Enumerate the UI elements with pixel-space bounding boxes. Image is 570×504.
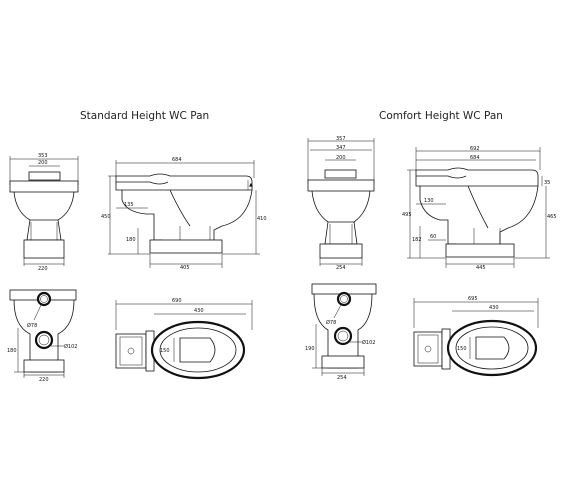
cmf-side-height-right: 465 [547,214,557,220]
cmf-rear-diam-large: Ø102 [362,339,375,346]
comfort-height-title: Comfort Height WC Pan [379,110,503,122]
cmf-side-base-length: 445 [476,265,486,271]
cmf-side-top-small: 35 [544,180,550,186]
cmf-front-base-width: 254 [336,265,346,271]
cmf-side-length-outer: 692 [470,146,480,152]
comfort-rear-view: Ø78 Ø102 190 254 [305,283,377,381]
std-side-height-right: 410 [257,216,267,222]
cmf-side-small: 60 [430,234,436,240]
std-side-outlet-height: 180 [126,237,136,243]
cmf-side-outlet-height: 182 [412,237,422,243]
cmf-rear-lower-pipe [333,326,353,346]
cmf-plan-length: 695 [468,296,478,302]
cmf-plan-seat-length: 430 [489,305,499,311]
cmf-side-offset: 130 [424,198,434,204]
std-plan-cistern [115,333,147,369]
std-rear-upper-pipe [36,291,52,307]
standard-front-view: 353 200 220 [9,153,79,272]
comfort-side-view: 692 684 495 465 35 130 182 60 445 [402,146,557,271]
cmf-front-top-width: 357 [336,136,346,142]
cmf-side-height-left: 495 [402,212,412,218]
cmf-rear-upper-pipe [336,291,352,307]
standard-height-title: Standard Height WC Pan [80,110,210,122]
standard-side-view: 684 450 410 ▲ 135 180 405 [101,157,267,271]
std-front-base-width: 220 [38,266,48,272]
std-rear-lower-pipe [34,330,54,350]
std-side-base-length: 405 [180,265,190,271]
std-rear-height: 180 [7,348,17,354]
std-rear-diam-large: Ø102 [64,343,77,350]
cmf-plan-seat-width: 150 [457,346,467,352]
std-side-length: 684 [172,157,182,163]
std-rear-diam-small: Ø78 [27,322,37,329]
std-front-inner-width: 200 [38,160,48,166]
standard-plan-view: 690 430 150 [115,298,253,380]
cmf-front-inner-width: 200 [336,155,346,161]
std-side-offset: 135 [124,202,134,208]
cmf-rear-diam-small: Ø78 [326,319,336,326]
std-side-height-left: 450 [101,214,111,220]
comfort-plan-view: 695 430 150 [413,296,539,377]
cmf-plan-seat [446,319,538,377]
cmf-front-mid-width: 347 [336,145,346,151]
std-plan-seat [150,320,246,380]
standard-rear-view: Ø78 Ø102 180 220 [7,289,77,383]
std-plan-seat-length: 430 [194,308,204,314]
std-front-top-width: 353 [38,153,48,159]
std-plan-seat-width: 150 [160,348,170,354]
comfort-front-view: 357 347 200 254 [307,136,375,271]
cmf-rear-height: 190 [305,346,315,352]
cmf-side-length: 684 [470,155,480,161]
cmf-rear-base-width: 254 [337,375,347,381]
std-side-top-marker: ▲ [249,182,253,188]
std-rear-base-width: 220 [39,377,49,383]
std-plan-length: 690 [172,298,182,304]
